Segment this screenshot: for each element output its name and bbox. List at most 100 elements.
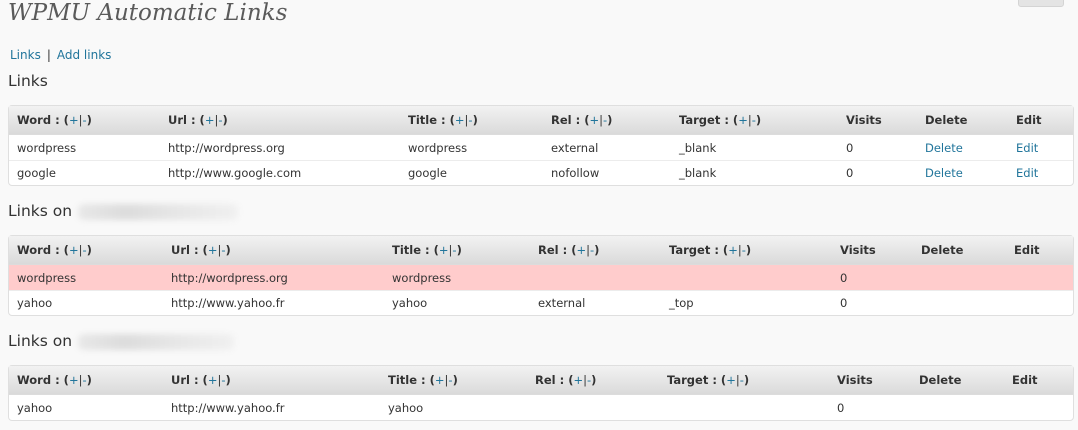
sort-rel-desc[interactable]: - — [586, 373, 592, 387]
col-target: Target : (+|-) — [661, 236, 832, 265]
cell-delete — [913, 265, 1006, 290]
sort-rel-asc[interactable]: + — [576, 243, 587, 257]
col-rel: Rel : (+|-) — [530, 236, 661, 265]
cell-word: wordpress — [17, 140, 77, 155]
delete-link[interactable]: Delete — [925, 166, 963, 180]
sort-word-asc[interactable]: + — [68, 113, 79, 127]
cell-word: yahoo — [17, 400, 53, 415]
col-word: Word : (+|-) — [9, 106, 160, 135]
cell-rel: nofollow — [543, 160, 671, 185]
sort-rel-asc[interactable]: + — [573, 373, 584, 387]
edit-link[interactable]: Edit — [1016, 140, 1039, 155]
col-delete: Delete — [913, 236, 1006, 265]
col-url: Url : (+|-) — [160, 106, 400, 135]
col-title: Title : (+|-) — [380, 366, 527, 395]
section-title-links-on-site-1: Links on — [8, 202, 239, 220]
cell-rel: external — [551, 140, 599, 155]
sort-url-desc[interactable]: - — [221, 373, 226, 387]
cell-target: _blank — [671, 160, 838, 185]
cell-visits: 0 — [846, 140, 854, 155]
col-visits: Visits — [832, 236, 913, 265]
col-target: Target : (+|-) — [659, 366, 829, 395]
col-visits: Visits — [829, 366, 911, 395]
cell-title: yahoo — [388, 400, 424, 415]
sort-title-desc[interactable]: - — [468, 113, 473, 127]
edit-link[interactable]: Edit — [1016, 166, 1039, 180]
subnav-separator: | — [46, 48, 51, 62]
table-row: yahoo http://www.yahoo.fr yahoo external… — [9, 290, 1073, 315]
table-row: wordpress http://wordpress.org wordpress… — [9, 135, 1073, 160]
sort-target-desc[interactable]: - — [739, 373, 744, 387]
sort-word-asc[interactable]: + — [68, 373, 79, 387]
cell-delete: Delete — [917, 135, 1008, 160]
delete-link[interactable]: Delete — [925, 140, 963, 155]
cell-edit — [1004, 395, 1073, 420]
cell-edit — [1006, 265, 1073, 290]
cell-edit: Edit — [1008, 135, 1073, 160]
subnav: Links | Add links — [10, 48, 111, 62]
cell-visits: 0 — [837, 400, 845, 415]
subnav-add-links[interactable]: Add links — [56, 48, 112, 62]
cell-rel — [527, 395, 659, 420]
section-title-text: Links on — [8, 332, 73, 350]
col-target: Target : (+|-) — [671, 106, 838, 135]
sort-word-desc[interactable]: - — [82, 373, 87, 387]
cell-title: google — [400, 160, 543, 185]
col-title: Title : (+|-) — [384, 236, 530, 265]
col-delete: Delete — [911, 366, 1004, 395]
cell-word: google — [9, 160, 160, 185]
table-row: wordpress http://wordpress.org wordpress… — [9, 265, 1073, 290]
col-title: Title : (+|-) — [400, 106, 543, 135]
cell-url: http://www.yahoo.fr — [163, 290, 384, 315]
sort-title-asc[interactable]: + — [454, 113, 465, 127]
cell-delete: Delete — [917, 160, 1008, 185]
cell-rel — [530, 265, 661, 290]
sort-url-asc[interactable]: + — [207, 243, 218, 257]
sort-rel-desc[interactable]: - — [602, 113, 608, 127]
sort-rel-desc[interactable]: - — [589, 243, 595, 257]
col-rel: Rel : (+|-) — [527, 366, 659, 395]
sort-url-desc[interactable]: - — [218, 113, 223, 127]
sort-title-desc[interactable]: - — [452, 243, 457, 257]
sort-url-asc[interactable]: + — [204, 113, 215, 127]
sort-target-asc[interactable]: + — [728, 243, 738, 257]
cell-url: http://www.google.com — [160, 160, 400, 185]
sort-target-desc[interactable]: - — [741, 243, 746, 257]
sort-word-desc[interactable]: - — [82, 113, 87, 127]
sort-target-desc[interactable]: - — [751, 113, 756, 127]
col-word: Word : (+|-) — [9, 366, 163, 395]
sort-target-asc[interactable]: + — [726, 373, 736, 387]
sort-url-asc[interactable]: + — [207, 373, 218, 387]
subnav-links[interactable]: Links — [10, 48, 41, 62]
cell-url: http://wordpress.org — [168, 140, 285, 155]
sort-word-desc[interactable]: - — [82, 243, 87, 257]
sort-rel-asc[interactable]: + — [589, 113, 600, 127]
sort-url-desc[interactable]: - — [221, 243, 226, 257]
col-edit: Edit — [1004, 366, 1073, 395]
links-table: Word : (+|-) Url : (+|-) Title : (+|-) R… — [8, 105, 1074, 186]
cell-target: _top — [661, 290, 832, 315]
screen-options-button[interactable] — [1018, 0, 1064, 7]
col-rel: Rel : (+|-) — [543, 106, 671, 135]
sort-title-asc[interactable]: + — [434, 373, 445, 387]
sort-word-asc[interactable]: + — [68, 243, 79, 257]
cell-word: wordpress — [9, 265, 163, 290]
page-title: WPMU Automatic Links — [8, 0, 288, 26]
section-title-text: Links — [8, 72, 48, 90]
col-edit: Edit — [1006, 236, 1073, 265]
cell-url: http://wordpress.org — [163, 265, 384, 290]
cell-delete — [913, 290, 1006, 315]
cell-target — [659, 395, 829, 420]
sort-target-asc[interactable]: + — [738, 113, 748, 127]
table-row: google http://www.google.com google nofo… — [9, 160, 1073, 185]
col-url: Url : (+|-) — [163, 366, 380, 395]
cell-title: yahoo — [384, 290, 530, 315]
sort-title-asc[interactable]: + — [438, 243, 449, 257]
redacted-site-name — [78, 203, 239, 220]
cell-url: http://www.yahoo.fr — [171, 400, 285, 415]
section-title-links: Links — [8, 72, 48, 90]
links-on-table-2: Word : (+|-) Url : (+|-) Title : (+|-) R… — [8, 365, 1074, 421]
sort-title-desc[interactable]: - — [448, 373, 453, 387]
cell-target: _blank — [679, 140, 717, 155]
cell-title: wordpress — [408, 140, 468, 155]
